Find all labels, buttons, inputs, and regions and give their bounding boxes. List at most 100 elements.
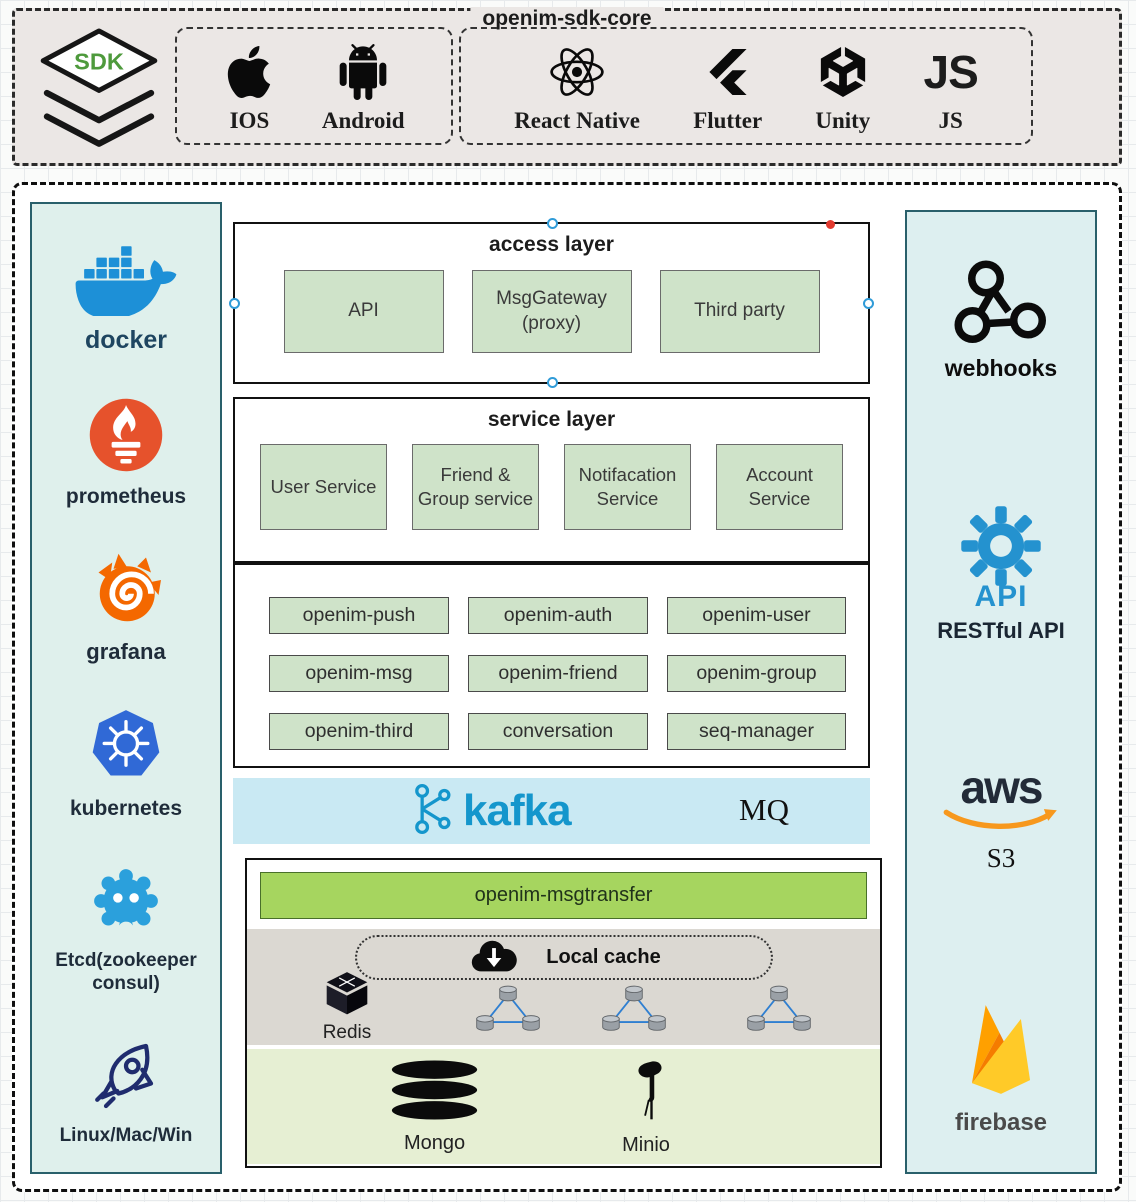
sidebar-item-grafana[interactable]: grafana — [84, 550, 168, 665]
sidebar-item-label: grafana — [86, 638, 166, 664]
docker-icon — [73, 232, 179, 321]
sidebar-item-aws-s3[interactable]: aws S3 — [942, 760, 1060, 874]
service-layer-title: service layer — [487, 408, 616, 431]
node-openim-group[interactable]: openim-group — [667, 655, 846, 692]
infra-sidebar: docker prometheus — [30, 202, 222, 1174]
minio-node[interactable]: Minio — [622, 1057, 670, 1157]
sidebar-item-label: docker — [85, 326, 167, 354]
node-openim-push[interactable]: openim-push — [269, 597, 449, 634]
minio-label: Minio — [622, 1133, 670, 1156]
selection-handle-bottom[interactable] — [546, 377, 558, 388]
redis-icon — [321, 969, 373, 1024]
sidebar-item-etcd[interactable]: Etcd(zookeeper consul) — [40, 861, 212, 996]
integrations-sidebar: webhooks — [905, 210, 1097, 1174]
sidebar-item-restful-api[interactable]: API RESTful API — [937, 505, 1065, 644]
local-cache-label: Local cache — [546, 946, 661, 968]
node-openim-user[interactable]: openim-user — [667, 597, 846, 634]
platform-ios[interactable]: IOS — [223, 38, 275, 134]
webhooks-icon — [953, 256, 1049, 351]
aws-wordmark: aws — [960, 760, 1044, 813]
local-cache-pill[interactable]: Local cache — [354, 935, 773, 980]
js-glyph-text: JS — [923, 46, 978, 98]
node-msggateway[interactable]: MsgGateway (proxy) — [471, 270, 632, 353]
sidebar-item-kubernetes[interactable]: kubernetes — [70, 705, 182, 821]
sidebar-item-prometheus[interactable]: prometheus — [66, 395, 186, 509]
access-layer-panel[interactable]: access layer API MsgGateway (proxy) Thir… — [229, 218, 874, 388]
platform-js[interactable]: JS JS — [923, 38, 978, 134]
node-account-service[interactable]: Account Service — [716, 444, 843, 530]
sidebar-item-label: kubernetes — [69, 797, 183, 821]
sidebar-item-label: prometheus — [65, 485, 187, 509]
sidebar-item-label: Linux/Mac/Win — [59, 1125, 193, 1147]
platform-label: React Native — [514, 108, 640, 133]
node-openim-msg[interactable]: openim-msg — [269, 655, 449, 692]
minio-flamingo-icon — [624, 1057, 668, 1128]
sdk-logo-icon[interactable]: SDK — [37, 23, 161, 153]
redis-label: Redis — [322, 1022, 372, 1043]
sidebar-item-docker[interactable]: docker — [73, 232, 179, 355]
kafka-mq-bar[interactable]: kafka MQ — [233, 778, 870, 844]
kafka-wordmark: kafka — [463, 786, 572, 835]
unity-icon — [818, 38, 868, 106]
native-platforms-group[interactable]: IOS Android — [175, 27, 453, 145]
access-layer-title: access layer — [489, 233, 614, 256]
node-conversation[interactable]: conversation — [468, 713, 648, 750]
kafka-icon — [409, 782, 455, 841]
js-icon: JS — [923, 38, 978, 106]
flutter-icon — [705, 38, 751, 106]
cross-platforms-group[interactable]: React Native Flutter Unity JS JS — [459, 27, 1033, 145]
sidebar-item-webhooks[interactable]: webhooks — [945, 256, 1057, 383]
sidebar-item-label: S3 — [986, 842, 1016, 873]
platform-android[interactable]: Android — [322, 38, 405, 134]
etcd-icon — [85, 861, 167, 946]
redis-node[interactable]: Redis — [321, 969, 373, 1044]
node-user-service[interactable]: User Service — [260, 444, 387, 530]
mongo-node[interactable]: Mongo — [387, 1059, 482, 1155]
sidebar-item-label: Etcd(zookeeper consul) — [55, 950, 197, 995]
platform-react-native[interactable]: React Native — [514, 38, 640, 134]
selection-handle-rotate[interactable] — [826, 220, 835, 229]
node-openim-auth[interactable]: openim-auth — [468, 597, 648, 634]
selection-handle-right[interactable] — [863, 298, 874, 309]
service-layer-panel[interactable]: service layer User Service Friend & Grou… — [233, 397, 870, 563]
node-friend-group-service[interactable]: Friend & Group service — [412, 444, 539, 530]
node-openim-msgtransfer[interactable]: openim-msgtransfer — [260, 872, 867, 919]
mongo-icon — [387, 1059, 482, 1126]
kubernetes-icon — [83, 705, 169, 792]
kafka-logo: kafka — [409, 782, 572, 841]
sidebar-item-label: firebase — [954, 1109, 1048, 1137]
cache-cluster-icon — [599, 985, 669, 1037]
platform-label: IOS — [229, 108, 270, 133]
platform-flutter[interactable]: Flutter — [693, 38, 762, 134]
sdk-layers-icon: SDK — [40, 28, 158, 147]
mongo-label: Mongo — [403, 1131, 466, 1154]
platform-label: Unity — [815, 108, 871, 133]
sidebar-item-os[interactable]: Linux/Mac/Win — [59, 1036, 193, 1148]
sidebar-item-label: RESTful API — [937, 617, 1065, 643]
apple-icon — [223, 38, 275, 106]
node-notification-service[interactable]: Notifacation Service — [564, 444, 691, 530]
rocket-icon — [83, 1036, 169, 1121]
firebase-icon — [952, 996, 1050, 1105]
sdk-core-section[interactable]: openim-sdk-core SDK IOS Android — [12, 7, 1122, 166]
cache-cluster-icon — [744, 985, 814, 1037]
modules-panel[interactable]: openim-push openim-auth openim-user open… — [233, 563, 870, 768]
sidebar-item-firebase[interactable]: firebase — [952, 996, 1050, 1138]
platform-label: Android — [321, 108, 405, 133]
node-openim-friend[interactable]: openim-friend — [468, 655, 648, 692]
storage-panel[interactable]: openim-msgtransfer Local cache — [245, 858, 882, 1168]
selection-handle-left[interactable] — [229, 298, 240, 309]
node-third-party[interactable]: Third party — [659, 270, 820, 353]
api-gear-text: API — [974, 579, 1028, 613]
cache-section: Local cache Redis — [247, 929, 880, 1045]
selection-handle-top[interactable] — [546, 218, 558, 229]
prometheus-icon — [86, 395, 166, 480]
node-api[interactable]: API — [283, 270, 444, 353]
platform-unity[interactable]: Unity — [815, 38, 870, 134]
sdk-badge-text: SDK — [74, 48, 124, 74]
node-seq-manager[interactable]: seq-manager — [667, 713, 846, 750]
mq-label: MQ — [739, 792, 789, 827]
grafana-icon — [84, 550, 168, 635]
node-openim-third[interactable]: openim-third — [269, 713, 449, 750]
